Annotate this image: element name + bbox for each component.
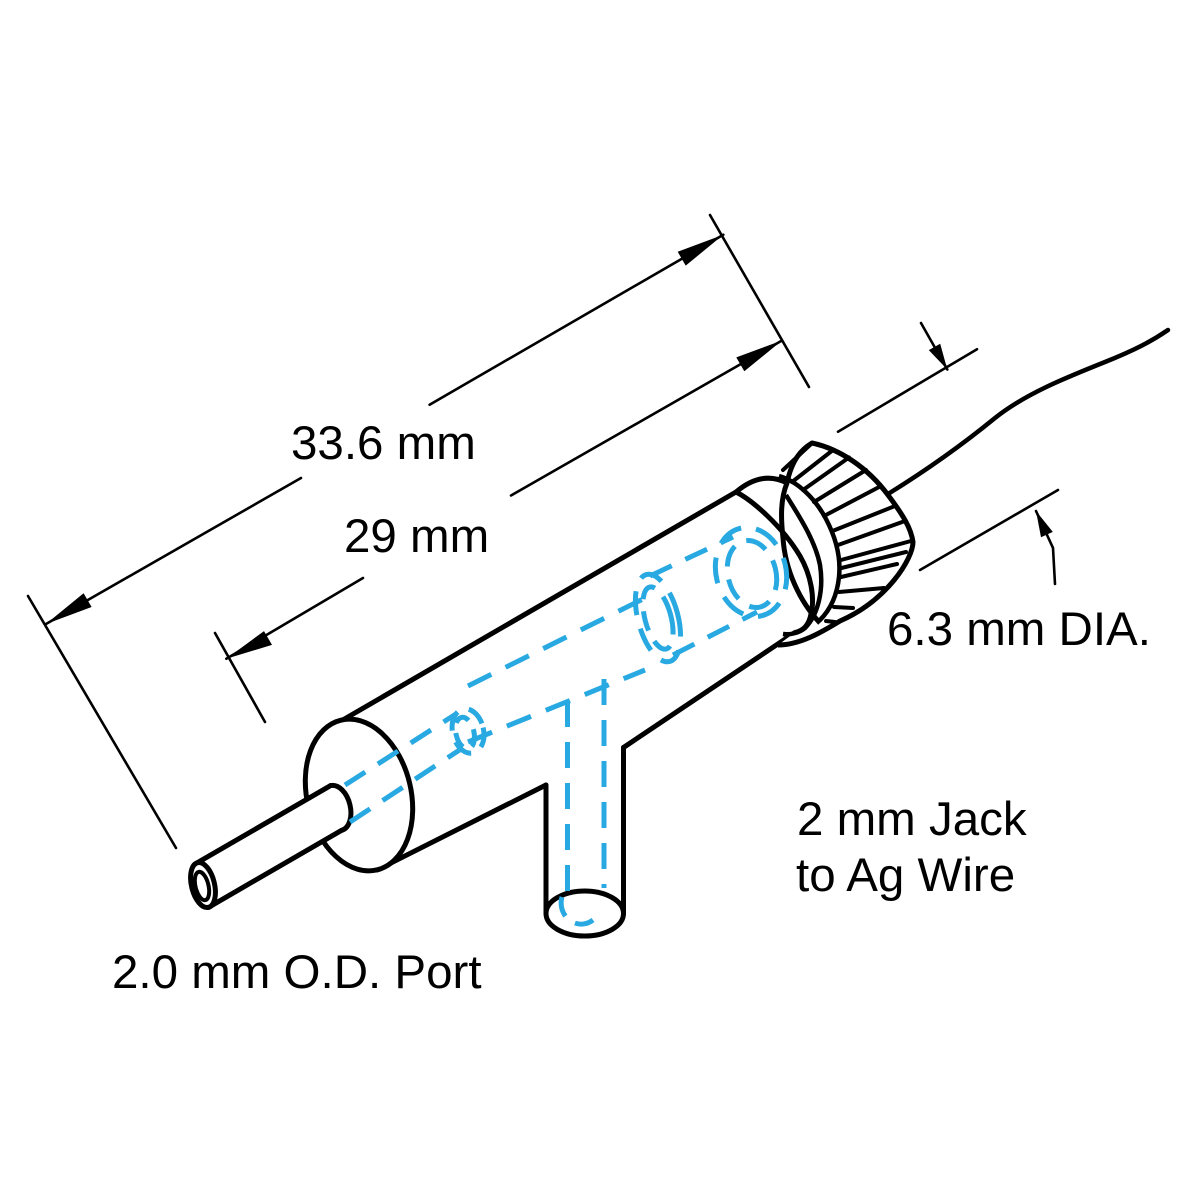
svg-text:to Ag Wire: to Ag Wire xyxy=(796,849,1015,902)
svg-text:2.0 mm O.D. Port: 2.0 mm O.D. Port xyxy=(112,946,482,999)
svg-text:29 mm: 29 mm xyxy=(344,510,489,563)
svg-text:6.3 mm DIA.: 6.3 mm DIA. xyxy=(887,603,1151,656)
svg-text:33.6 mm: 33.6 mm xyxy=(291,417,476,470)
svg-text:2 mm Jack: 2 mm Jack xyxy=(797,793,1027,846)
